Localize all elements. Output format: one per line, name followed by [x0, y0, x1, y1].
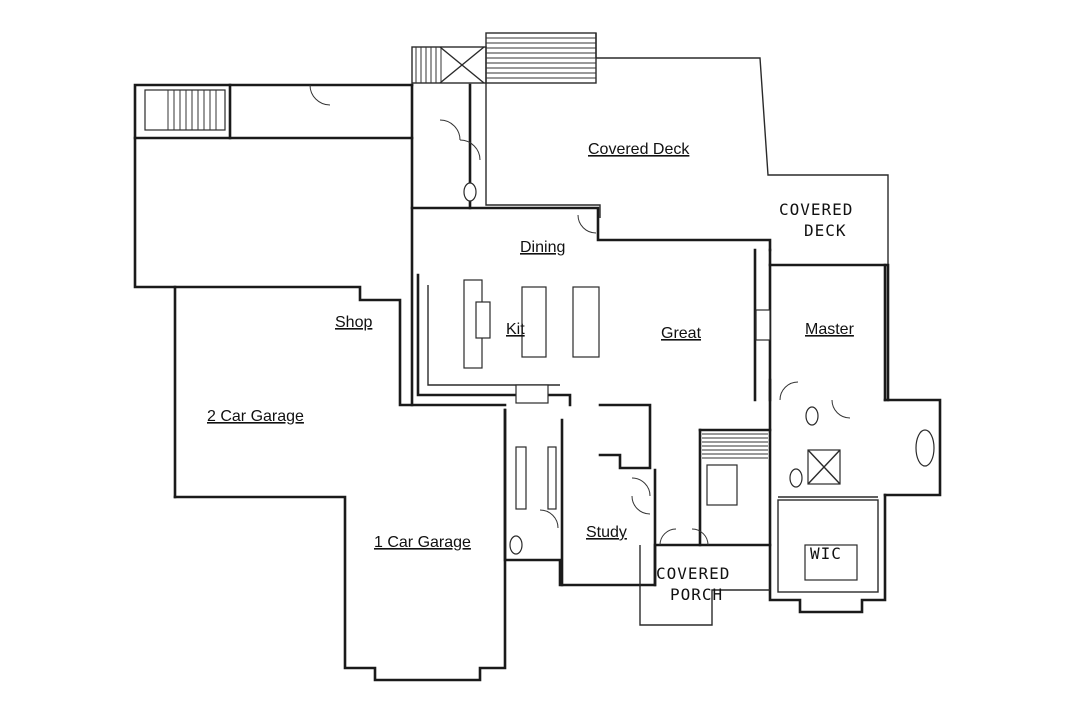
label-covered-deck: Covered Deck [588, 141, 690, 158]
stair-treads-storage [167, 90, 217, 130]
label-covered-deck-2-line2: DECK [804, 221, 847, 240]
label-kit: Kit [506, 321, 525, 338]
fixtures [144, 89, 935, 581]
room-labels: Covered Deck COVERED DECK Dining Kit Gre… [207, 141, 855, 604]
label-2-car-garage: 2 Car Garage [207, 408, 304, 425]
label-covered-deck-2-line1: COVERED [779, 200, 853, 219]
label-dining: Dining [520, 239, 565, 256]
label-study: Study [586, 524, 627, 541]
exterior-walls [133, 33, 942, 682]
stair-treads-entry [702, 433, 768, 459]
label-covered-porch-line1: COVERED [656, 564, 730, 583]
label-shop: Shop [335, 314, 372, 331]
label-master: Master [805, 321, 855, 338]
label-covered-porch-line2: PORCH [670, 585, 723, 604]
door-swings [309, 84, 851, 546]
rear-deck-stairs [411, 32, 597, 84]
label-1-car-garage: 1 Car Garage [374, 534, 471, 551]
label-wic: WIC [810, 544, 842, 563]
label-great: Great [661, 325, 702, 342]
